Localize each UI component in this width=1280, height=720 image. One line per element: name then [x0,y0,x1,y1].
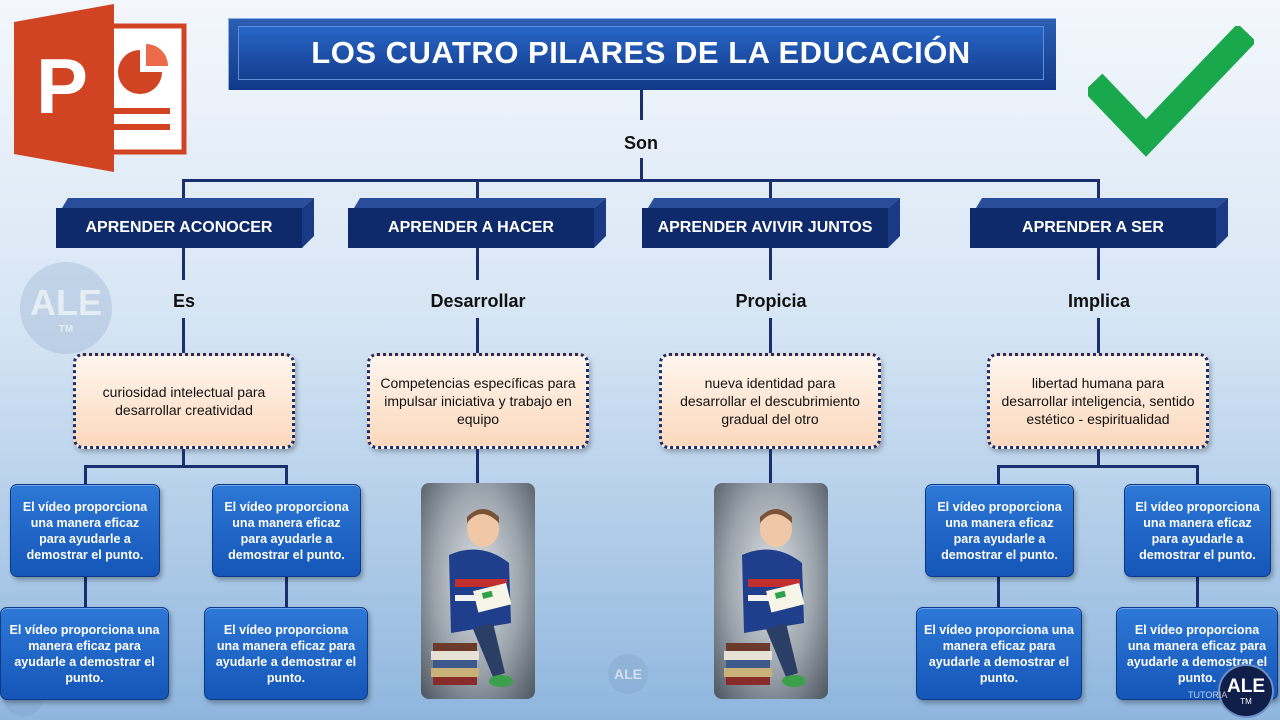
connector-verb4-box [1097,318,1100,354]
detail-box-vivir: nueva identidad para desarrollar el desc… [659,353,881,449]
connector-left-upper-lower-1 [84,576,87,608]
connector-box4-split [1097,449,1100,466]
detail-box-ser: libertad humana para desarrollar intelig… [987,353,1209,449]
pillar-aprender-vivir-juntos: APRENDER AVIVIR JUNTOS [642,198,900,248]
powerpoint-logo-icon: P [14,4,190,172]
photo-boy-reading-1 [421,483,535,699]
connector-title-down [640,90,643,120]
connector-drop-2 [476,179,479,199]
connector-box4-horizontal [997,465,1199,468]
verb-propicia: Propicia [735,291,807,311]
connector-box4-right-drop [1196,465,1199,485]
connector-box2-photo [476,449,479,485]
pillar-aprender-conocer: APRENDER ACONOCER [56,198,314,248]
verb-implica: Implica [1067,291,1131,311]
video-box-7: El vídeo proporciona una manera eficaz p… [916,607,1082,700]
connector-drop-4 [1097,179,1100,199]
video-box-2: El vídeo proporciona una manera eficaz p… [212,484,361,577]
connector-pillar1-verb [182,248,185,280]
connector-drop-3 [769,179,772,199]
verb-desarrollar: Desarrollar [430,291,526,311]
connector-box1-horizontal [84,465,288,468]
connector-label-son: Son [624,133,658,153]
connector-box1-right-drop [285,465,288,485]
connector-verb1-box [182,318,185,354]
title-box: LOS CUATRO PILARES DE LA EDUCACIÓN [228,18,1056,90]
connector-verb3-box [769,318,772,354]
brand-subtext: TUTORIA [1188,690,1228,700]
connector-pillar4-verb [1097,248,1100,280]
connector-pillar3-verb [769,248,772,280]
connector-box1-split [182,449,185,466]
video-box-6: El vídeo proporciona una manera eficaz p… [204,607,368,700]
detail-box-hacer: Competencias específicas para impulsar i… [367,353,589,449]
watermark-logo-icon: ALE TM [20,262,112,354]
connector-box1-left-drop [84,465,87,485]
connector-verb2-box [476,318,479,354]
photo-boy-reading-2 [714,483,828,699]
video-box-3: El vídeo proporciona una manera eficaz p… [925,484,1074,577]
connector-box4-left-drop [997,465,1000,485]
detail-box-conocer: curiosidad intelectual para desarrollar … [73,353,295,449]
pillar-aprender-hacer: APRENDER A HACER [348,198,606,248]
video-box-5: El vídeo proporciona una manera eficaz p… [0,607,169,700]
pillar-aprender-ser: APRENDER A SER [970,198,1228,248]
powerpoint-letter: P [36,42,89,130]
connector-left-upper-lower-2 [285,576,288,608]
connector-pillar2-verb [476,248,479,280]
watermark-logo-small-icon: ALE [608,654,648,694]
video-box-4: El vídeo proporciona una manera eficaz p… [1124,484,1271,577]
brand-logo-icon: ALE TM [1218,664,1274,718]
checkmark-icon [1083,23,1257,165]
connector-drop-1 [182,179,185,199]
connector-right-upper-lower-1 [997,576,1000,608]
connector-son-down [640,158,643,180]
connector-horizontal-main [182,179,1100,182]
connector-right-upper-lower-2 [1196,576,1199,608]
connector-box3-photo [769,449,772,485]
diagram-title: LOS CUATRO PILARES DE LA EDUCACIÓN [238,26,1044,80]
verb-es: Es [172,291,196,311]
video-box-1: El vídeo proporciona una manera eficaz p… [10,484,160,577]
